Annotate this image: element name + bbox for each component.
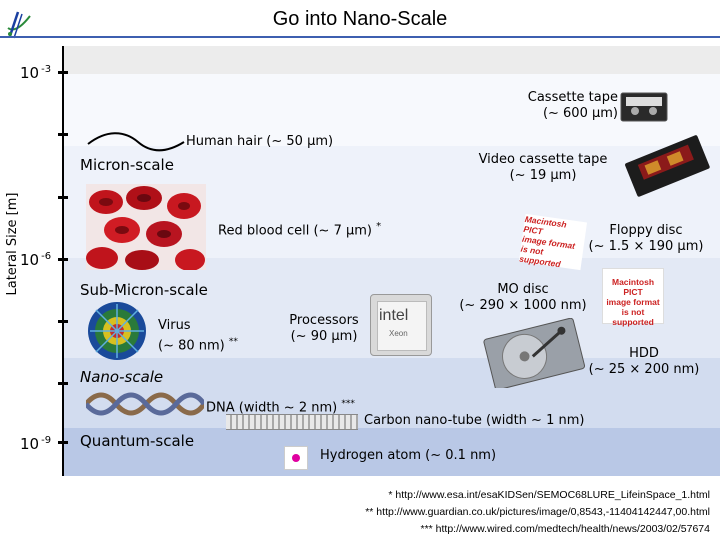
cassette-tape-image: [620, 92, 668, 122]
mo-label: MO disc(~ 290 × 1000 nm): [459, 282, 587, 313]
dna-image: [84, 392, 207, 416]
video-cassette-image: [620, 132, 714, 198]
exponent-label-1e-6: 10-6: [20, 251, 52, 269]
footnote-3: *** http://www.wired.com/medtech/health/…: [420, 523, 710, 535]
processors-label: Processors(~ 90 μm): [289, 313, 359, 344]
band-quantum: [64, 428, 720, 476]
hydrogen-label: Hydrogen atom (~ 0.1 nm): [320, 448, 497, 463]
diagram-frame: [62, 46, 720, 476]
axis-tick: [58, 258, 68, 261]
scale-label-submicron: Sub-Micron-scale: [80, 281, 208, 299]
hydrogen-atom-image: [284, 446, 308, 470]
page-title: Go into Nano-Scale: [272, 8, 448, 30]
floppy-label: Floppy disc(~ 1.5 × 190 μm): [588, 223, 704, 254]
axis-tick: [58, 196, 68, 199]
axis-tick: [58, 320, 68, 323]
footnote-2: ** http://www.guardian.co.uk/pictures/im…: [365, 506, 710, 518]
cassette-label: Cassette tape(~ 600 μm): [527, 90, 618, 121]
video-label: Video cassette tape(~ 19 μm): [478, 152, 608, 183]
hair-label: Human hair (~ 50 μm): [186, 134, 334, 149]
hydrogen-dot: [292, 454, 300, 462]
dna-label: DNA (width ~ 2 nm) ***: [206, 399, 355, 416]
hair-curve-image: [86, 128, 186, 156]
title-rule: [0, 36, 720, 38]
hdd-image: [482, 317, 586, 391]
red-blood-cell-image: [86, 184, 206, 271]
axis-tick: [58, 441, 68, 444]
exponent-label-1e-9: 10-9: [20, 435, 52, 453]
logo-icon: [4, 8, 34, 42]
scale-label-micron: Micron-scale: [80, 156, 174, 174]
nanotube-image: [226, 414, 358, 430]
axis-tick: [58, 133, 68, 136]
axis-tick: [58, 71, 68, 74]
header-band: [64, 46, 720, 74]
band-top: [64, 74, 720, 146]
axis-tick: [58, 382, 68, 385]
virus-image: [86, 300, 148, 362]
processor-chip-image: intel Xeon: [370, 294, 432, 356]
virus-label: Virus (~ 80 nm) **: [158, 318, 238, 354]
blood-cell-label: Red blood cell (~ 7 μm) *: [218, 221, 382, 239]
chip-model-text: Xeon: [389, 329, 408, 338]
nanotube-label: Carbon nano-tube (width ~ 1 nm): [364, 413, 585, 428]
footnote-1: * http://www.esa.int/esaKIDSen/SEMOC68LU…: [388, 489, 710, 501]
exponent-label-1e-3: 10-3: [20, 64, 52, 82]
axis-label: Lateral Size [m]: [5, 192, 20, 296]
chip-brand-text: intel: [379, 307, 409, 324]
band-nano: [64, 358, 720, 428]
scale-label-nano: Nano-scale: [80, 368, 164, 386]
hdd-label: HDD(~ 25 × 200 nm): [588, 346, 700, 377]
scale-label-quantum: Quantum-scale: [80, 432, 195, 450]
